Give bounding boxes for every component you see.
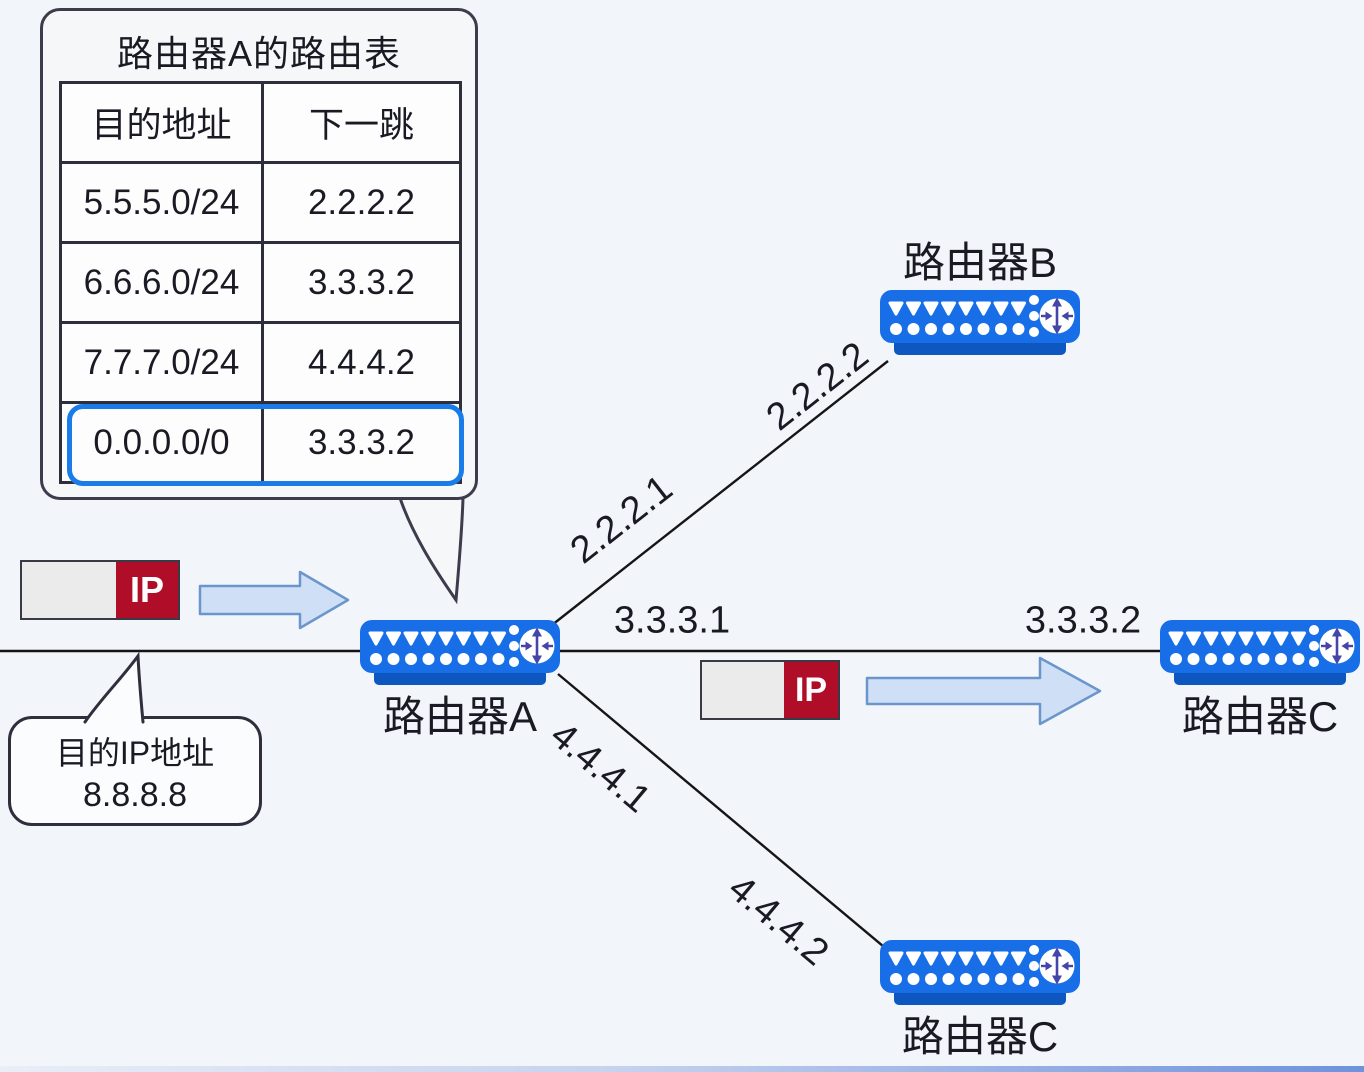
table-header-row: 目的地址 下一跳 [62, 84, 459, 161]
table-row: 7.7.7.0/24 4.4.4.2 [62, 321, 459, 401]
router-b-label: 路由器B [902, 239, 1057, 286]
router-icon [1160, 620, 1360, 686]
bubble-tail [83, 651, 145, 724]
router-c-right: 路由器C [1160, 620, 1360, 740]
dest-cell: 7.7.7.0/24 [62, 324, 264, 401]
bottom-strip [0, 1066, 1364, 1072]
router-a: 路由器A [360, 620, 560, 740]
routing-table-callout: 路由器A的路由表 目的地址 下一跳 5.5.5.0/24 2.2.2.2 6.6… [40, 8, 478, 500]
destination-ip-bubble: 目的IP地址 8.8.8.8 [8, 716, 262, 826]
next-hop-cell: 4.4.4.2 [307, 342, 416, 382]
column-header-destination: 目的地址 [62, 84, 264, 161]
next-hop-cell: 3.3.3.2 [307, 422, 416, 462]
flow-arrow-middle-icon [865, 656, 1102, 726]
table-row-default-route: 0.0.0.0/0 3.3.3.2 [62, 401, 459, 481]
flow-arrow-left-icon [198, 570, 350, 630]
routing-table-title: 路由器A的路由表 [116, 33, 401, 74]
router-c-bottom-label: 路由器C [901, 1013, 1059, 1060]
interface-label-4442: 4.4.4.2 [720, 867, 837, 975]
router-b: 路由器B [880, 240, 1080, 356]
interface-label-2222: 2.2.2.2 [758, 334, 877, 439]
link-a-b-line [551, 360, 889, 626]
interface-label-4441: 4.4.4.1 [542, 714, 659, 822]
dest-cell: 6.6.6.0/24 [62, 244, 264, 321]
router-c-bottom: 路由器C [880, 940, 1080, 1060]
interface-label-2221: 2.2.2.1 [562, 467, 681, 572]
next-hop-cell: 2.2.2.2 [307, 182, 416, 222]
router-icon [360, 620, 560, 686]
table-row: 6.6.6.0/24 3.3.3.2 [62, 241, 459, 321]
dest-cell: 5.5.5.0/24 [62, 164, 264, 241]
router-icon [880, 290, 1080, 356]
ip-header-tag: IP [784, 662, 838, 718]
routing-table: 目的地址 下一跳 5.5.5.0/24 2.2.2.2 6.6.6.0/24 3… [59, 81, 464, 486]
table-row: 5.5.5.0/24 2.2.2.2 [62, 161, 459, 241]
interface-label-3332: 3.3.3.2 [1024, 599, 1142, 642]
ip-packet-left: IP [20, 560, 180, 620]
destination-ip-label: 目的IP地址 [55, 734, 215, 771]
router-icon [880, 940, 1080, 1006]
router-c-right-label: 路由器C [1181, 693, 1339, 740]
interface-label-3331: 3.3.3.1 [613, 599, 731, 642]
ip-packet-middle: IP [700, 660, 840, 720]
destination-ip-value: 8.8.8.8 [83, 775, 187, 814]
packet-payload [22, 562, 116, 618]
dest-cell: 0.0.0.0/0 [62, 404, 264, 481]
next-hop-cell: 3.3.3.2 [307, 262, 416, 302]
packet-payload [702, 662, 784, 718]
router-a-label: 路由器A [382, 693, 537, 740]
ip-header-tag: IP [116, 562, 178, 618]
column-header-next-hop: 下一跳 [308, 106, 414, 145]
callout-tail [398, 496, 465, 605]
